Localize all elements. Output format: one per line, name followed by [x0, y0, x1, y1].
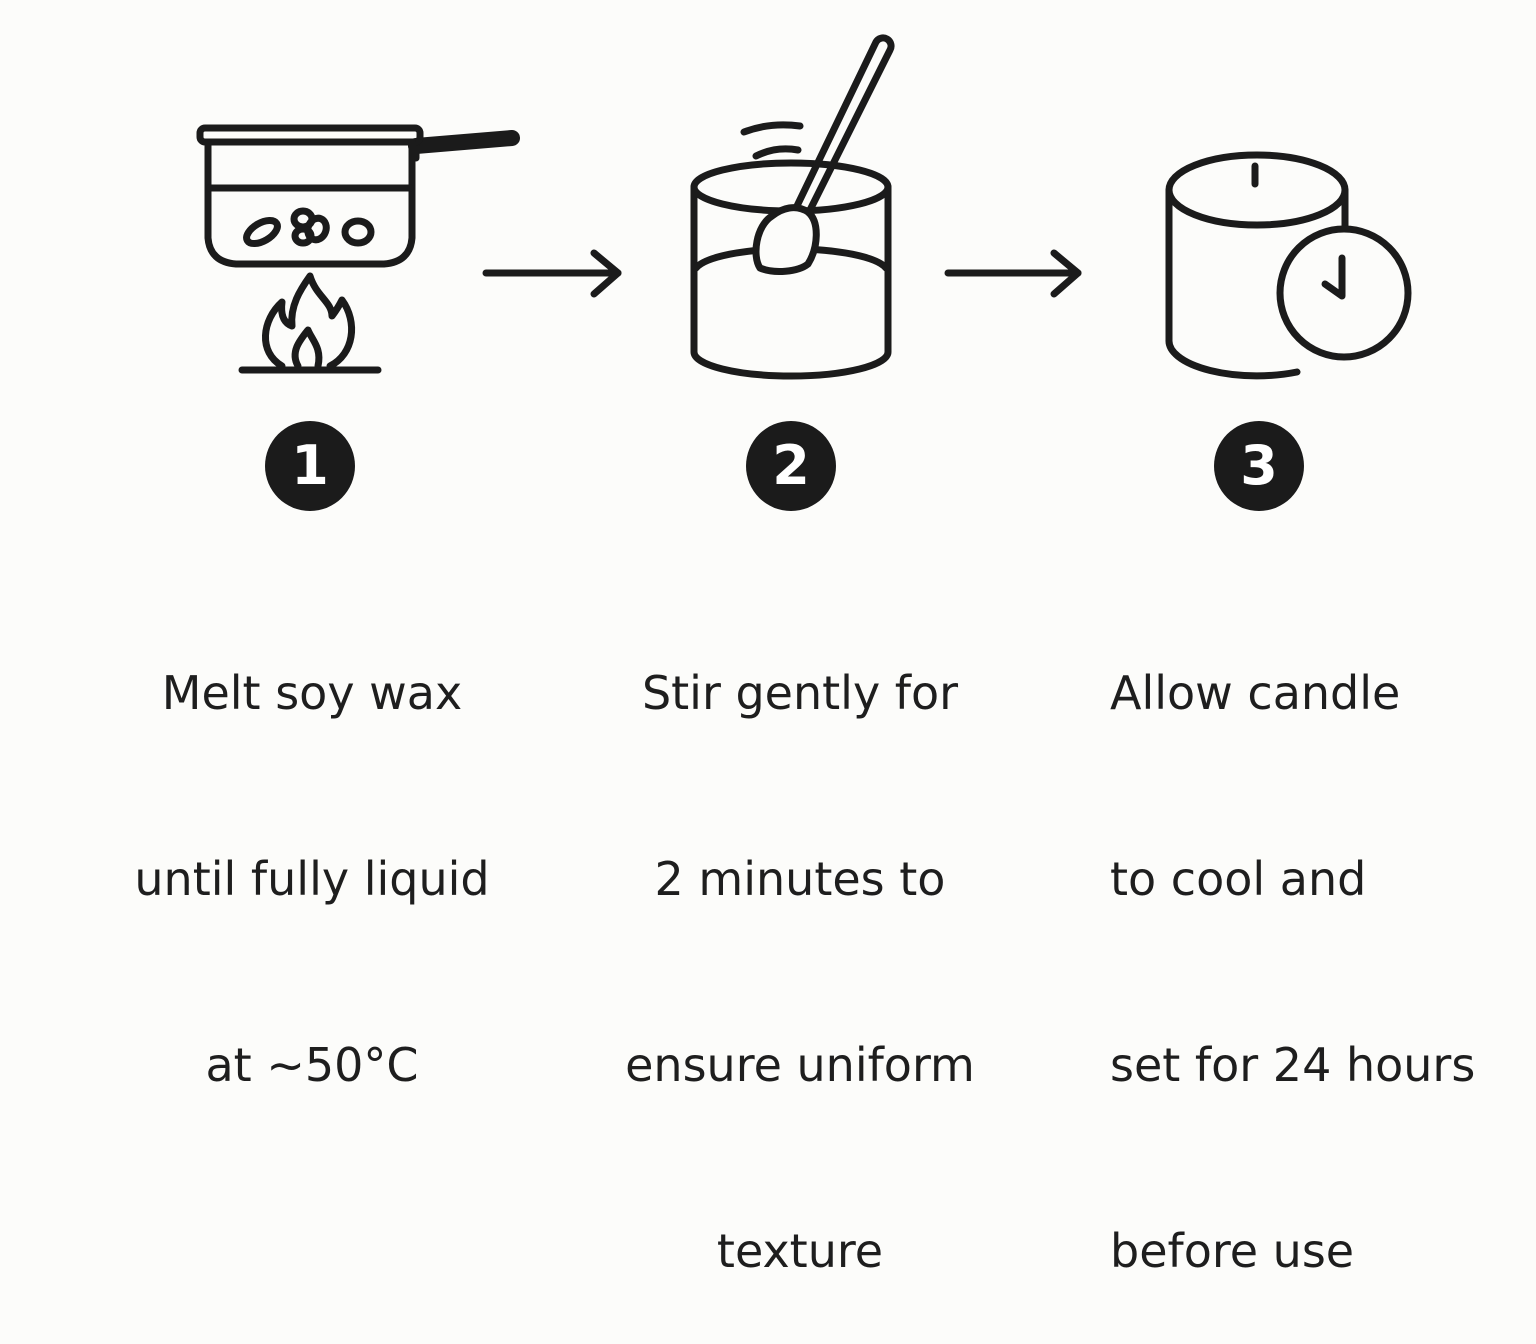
caption-line: Allow candle	[1110, 666, 1401, 720]
step-number-badge: 2	[746, 421, 836, 511]
arrow-right-icon	[480, 249, 630, 300]
caption-line: Stir gently for	[641, 666, 959, 720]
caption-line: set for 24 hours	[1110, 1038, 1476, 1092]
saucepan-over-flame-icon	[190, 110, 540, 380]
step-caption: Allow candle to cool and set for 24 hour…	[1110, 538, 1530, 1344]
caption-line: Melt soy wax	[161, 666, 463, 720]
caption-line: until fully liquid	[134, 852, 490, 906]
caption-line: to cool and	[1110, 852, 1367, 906]
stirring-jar-icon	[685, 34, 905, 390]
arrow-right-icon	[942, 249, 1092, 300]
caption-line: texture	[716, 1224, 884, 1278]
step-caption: Melt soy wax until fully liquid at ~50°C	[112, 538, 512, 1158]
step-number-badge: 1	[265, 421, 355, 511]
caption-line: ensure uniform	[625, 1038, 975, 1092]
step-number-badge: 3	[1214, 421, 1304, 511]
candle-with-clock-icon	[1160, 150, 1420, 380]
step-caption: Stir gently for 2 minutes to ensure unif…	[600, 538, 1000, 1344]
caption-line: 2 minutes to	[654, 852, 946, 906]
caption-line: at ~50°C	[205, 1038, 419, 1092]
caption-line: before use	[1110, 1224, 1355, 1278]
